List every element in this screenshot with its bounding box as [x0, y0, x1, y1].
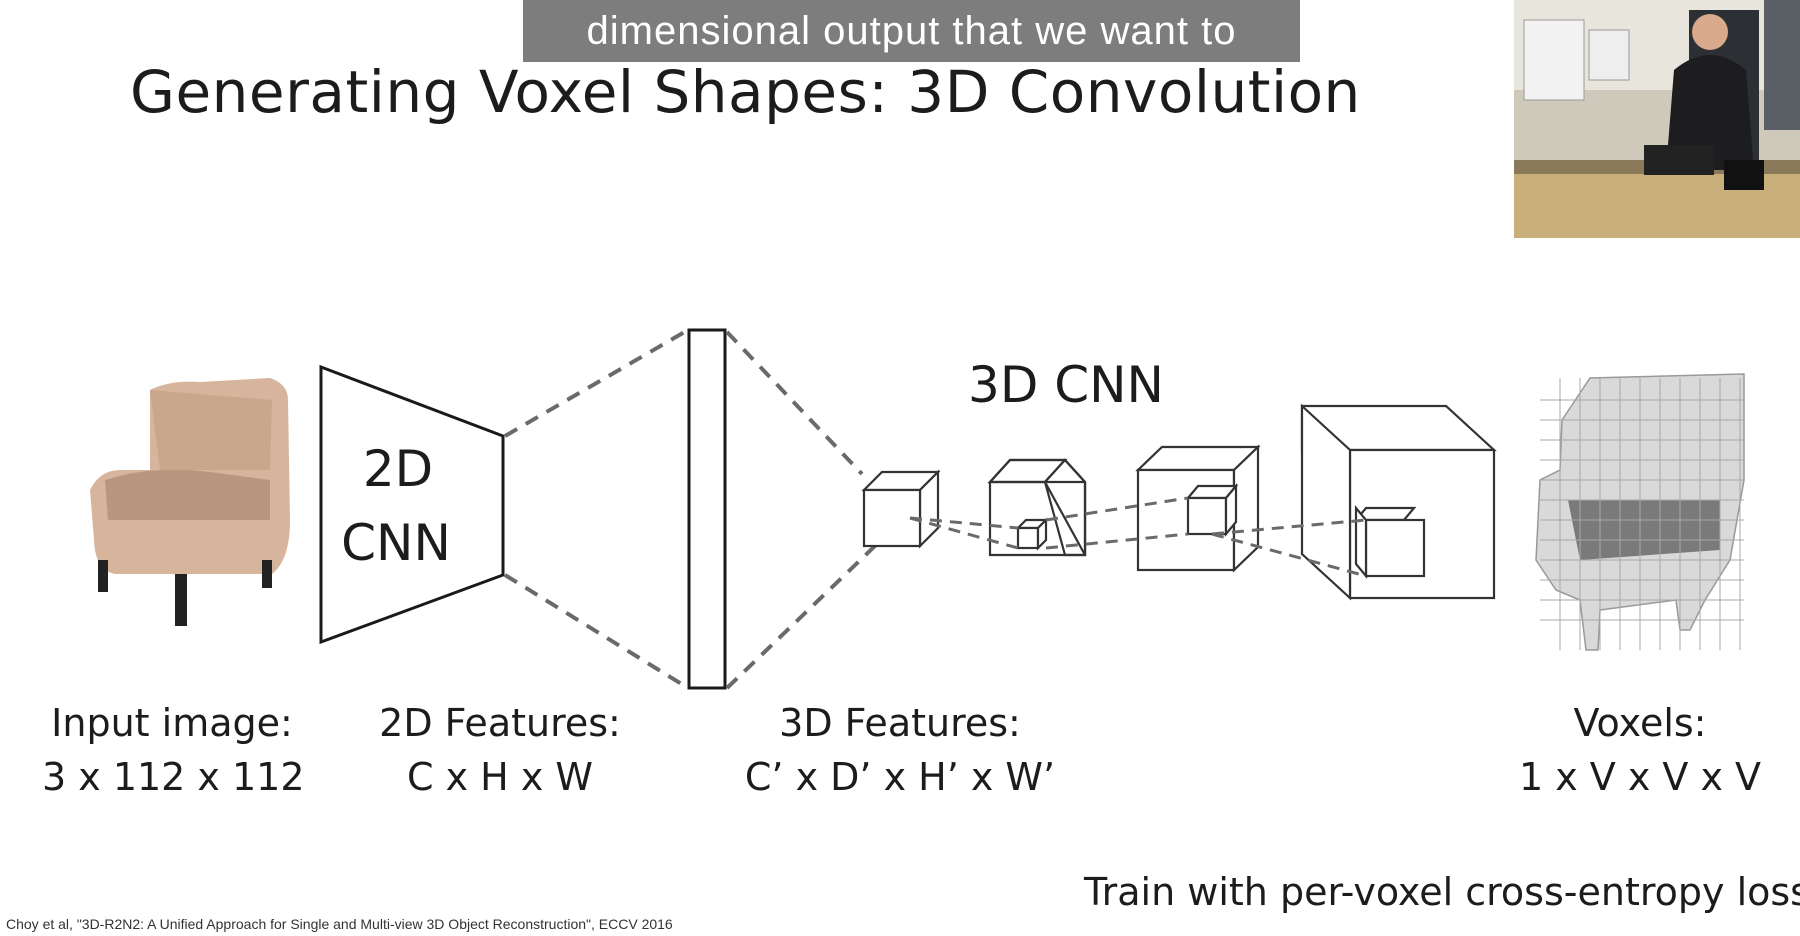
voxels-label-line2: 1 x V x V x V: [1518, 755, 1762, 799]
features-2d-label-line2: C x H x W: [407, 755, 593, 799]
feature-3d-cube-1: [861, 469, 941, 549]
features-3d-label-line1: 3D Features:: [779, 701, 1021, 745]
projection-dashes-3d: [725, 330, 878, 690]
citation: Choy et al, "3D-R2N2: A Unified Approach…: [6, 916, 673, 932]
input-image-label-line1: Input image:: [51, 701, 293, 745]
cnn-2d-label-line1: 2D: [363, 440, 433, 498]
features-3d-label: 3D Features: C’ x D’ x H’ x W’: [740, 696, 1060, 804]
input-image-label-line2: 3 x 112 x 112: [42, 755, 305, 799]
voxel-chair-output: [1535, 373, 1745, 651]
cnn-2d-label-line2: CNN: [341, 514, 451, 572]
cube-connect-dashes: [909, 496, 1367, 578]
voxels-label-line1: Voxels:: [1573, 701, 1707, 745]
cnn-2d-block: [319, 364, 505, 645]
features-2d-label: 2D Features: C x H x W: [370, 696, 630, 804]
video-caption: dimensional output that we want to: [523, 0, 1300, 62]
features-2d-label-line1: 2D Features:: [379, 701, 621, 745]
feature-3d-cube-4: [1300, 403, 1497, 601]
presenter-video-frame: [1514, 0, 1800, 238]
input-chair-image: [90, 378, 290, 626]
cnn-3d-label: 3D CNN: [968, 356, 1164, 414]
feature-3d-cube-2: [987, 458, 1087, 557]
features-3d-label-line2: C’ x D’ x H’ x W’: [744, 755, 1056, 799]
feature-2d-slab: [687, 328, 727, 690]
slide-title: Generating Voxel Shapes: 3D Convolution: [130, 58, 1361, 126]
input-image-label: Input image: 3 x 112 x 112: [42, 696, 305, 804]
projection-dashes-2d: [503, 328, 690, 690]
loss-description: Train with per-voxel cross-entropy loss: [1084, 870, 1800, 914]
presenter-webcam: [1514, 0, 1800, 238]
voxels-label: Voxels: 1 x V x V x V: [1500, 696, 1780, 804]
feature-3d-cube-3: [1135, 444, 1261, 573]
